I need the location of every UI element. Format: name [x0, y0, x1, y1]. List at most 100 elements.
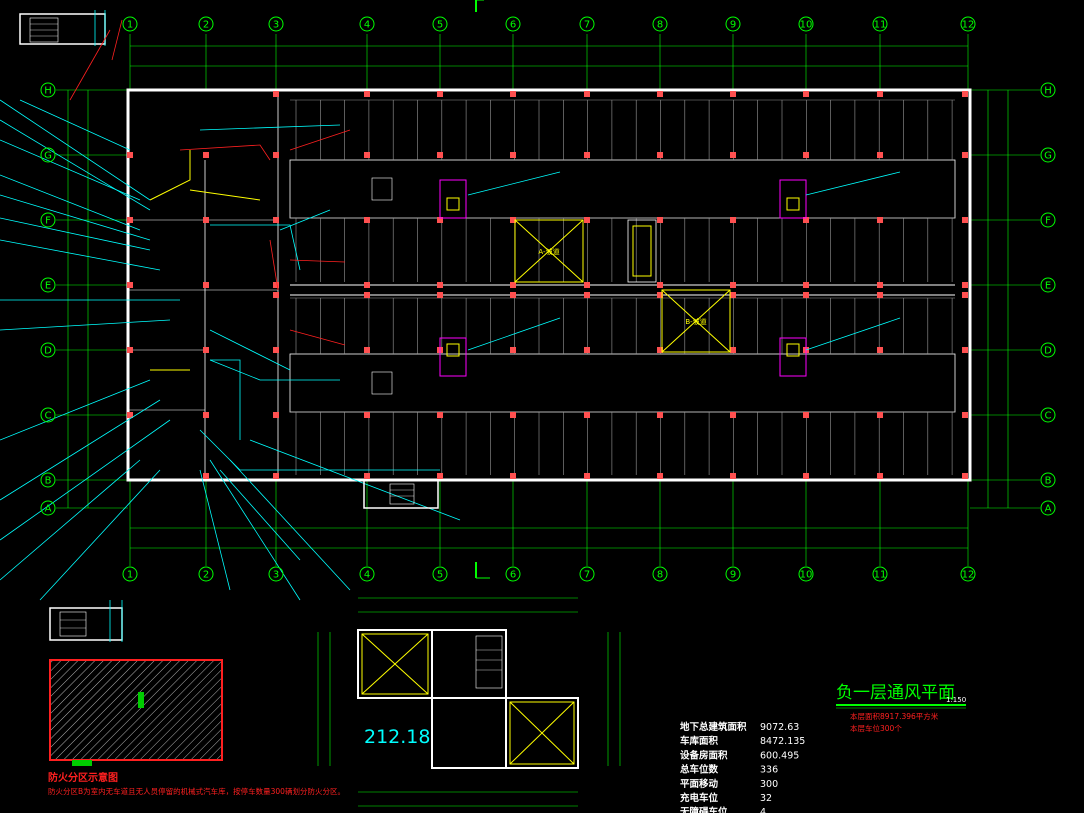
- building-outline: [126, 88, 972, 482]
- column-axis-label: 7: [584, 20, 590, 31]
- row-axis-label: E: [1045, 281, 1051, 292]
- column-axis-label: 1: [127, 570, 133, 581]
- row-axis-bubble-F: F: [1040, 212, 1056, 228]
- row-axis-label: D: [44, 346, 52, 357]
- duct-runs: [149, 124, 901, 471]
- column-axis-bubble-4: 4: [359, 16, 375, 32]
- column-axis-label: 11: [874, 20, 887, 31]
- column-axis-bubble-2: 2: [198, 566, 214, 582]
- column-axis-label: 10: [800, 20, 813, 31]
- column-axis-bubble-3: 3: [268, 566, 284, 582]
- stat-label: 车库面积: [680, 735, 719, 747]
- column-axis-bubble-2: 2: [198, 16, 214, 32]
- column-axis-label: 12: [962, 20, 975, 31]
- row-axis-bubble-B: B: [40, 472, 56, 488]
- column-axis-bubble-6: 6: [505, 16, 521, 32]
- row-axis-bubble-G: G: [40, 147, 56, 163]
- stat-value: 300: [760, 779, 778, 790]
- column-axis-bubble-8: 8: [652, 16, 668, 32]
- stat-label: 总车位数: [680, 764, 719, 776]
- column-axis-label: 8: [657, 570, 663, 581]
- column-axis-bubble-12: 12: [960, 16, 976, 32]
- row-axis-bubble-E: E: [40, 277, 56, 293]
- row-axis-label: H: [1044, 86, 1052, 97]
- stat-value: 600.495: [760, 750, 799, 761]
- column-axis-label: 3: [273, 20, 279, 31]
- ramp-b: B-坡道: [661, 289, 731, 353]
- column-axis-bubble-11: 11: [872, 16, 888, 32]
- row-axis-label: A: [45, 504, 52, 515]
- row-axis-label: G: [44, 151, 52, 162]
- fire-zone-heading: 防火分区示意图: [48, 771, 118, 784]
- column-axis-bubble-10: 10: [798, 16, 814, 32]
- row-axis-bubble-B: B: [1040, 472, 1056, 488]
- stat-value: 32: [760, 793, 772, 804]
- bottom-left-stair-detail: [49, 600, 123, 642]
- stat-label: 无障碍车位: [679, 806, 728, 813]
- column-axis-lines: [129, 34, 969, 566]
- row-axis-label: C: [45, 411, 52, 422]
- column-axis-bubble-10: 10: [798, 566, 814, 582]
- column-axis-bubble-5: 5: [432, 16, 448, 32]
- stat-label: 设备房面积: [680, 749, 728, 761]
- exhaust-fans: [371, 177, 807, 395]
- column-axis-label: 11: [874, 570, 887, 581]
- row-axis-label: C: [1045, 411, 1052, 422]
- column-axis-bubble-9: 9: [725, 566, 741, 582]
- column-axis-bubble-1: 1: [122, 566, 138, 582]
- parking-stalls: [290, 99, 955, 475]
- column-axis-label: 10: [800, 570, 813, 581]
- drawing-scale: 1:150: [946, 696, 966, 704]
- ramp-a: A-坡道: [514, 219, 584, 283]
- column-axis-label: 4: [364, 20, 370, 31]
- stat-value: 8472.135: [760, 736, 805, 747]
- row-axis-bubble-D: D: [40, 342, 56, 358]
- column-axis-label: 9: [730, 570, 736, 581]
- column-axis-label: 4: [364, 570, 370, 581]
- ramp-a-label: A-坡道: [538, 247, 559, 256]
- fire-zone-diagram: [49, 659, 223, 766]
- row-axis-label: D: [1044, 346, 1052, 357]
- column-axis-label: 5: [437, 20, 443, 31]
- row-axis-bubble-C: C: [1040, 407, 1056, 423]
- column-axis-bubble-5: 5: [432, 566, 448, 582]
- column-axis-label: 2: [203, 570, 209, 581]
- row-axis-bubbles: H H G G F F E E D D C C B B A A: [40, 82, 1056, 516]
- drawing-title: 负一层通风平面: [836, 683, 955, 703]
- column-axis-label: 6: [510, 570, 516, 581]
- row-axis-bubble-F: F: [40, 212, 56, 228]
- stat-label: 充电车位: [680, 792, 719, 804]
- column-axis-bubble-6: 6: [505, 566, 521, 582]
- top-left-stair-detail: [19, 10, 106, 46]
- column-axis-label: 2: [203, 20, 209, 31]
- structural-columns: [127, 91, 968, 479]
- row-axis-label: G: [1044, 151, 1052, 162]
- column-axis-bubble-11: 11: [872, 566, 888, 582]
- row-axis-label: B: [1045, 476, 1052, 487]
- section-marks: [475, 0, 490, 579]
- row-axis-label: F: [1045, 216, 1051, 227]
- column-axis-bubble-3: 3: [268, 16, 284, 32]
- column-axis-bubble-1: 1: [122, 16, 138, 32]
- stat-value: 4: [760, 807, 766, 813]
- column-axis-label: 1: [127, 20, 133, 31]
- column-axis-label: 8: [657, 20, 663, 31]
- row-axis-bubble-D: D: [1040, 342, 1056, 358]
- row-axis-label: A: [1045, 504, 1052, 515]
- column-axis-bubble-4: 4: [359, 566, 375, 582]
- fire-zone-description: 防火分区B为室内无车道且无人员停留的机械式汽车库，按停车数量300辆划分防火分区…: [48, 786, 345, 796]
- dimension-lines: [67, 45, 1009, 549]
- column-axis-bubble-7: 7: [579, 16, 595, 32]
- row-axis-label: H: [44, 86, 52, 97]
- row-axis-label: F: [45, 216, 51, 227]
- row-axis-bubble-A: A: [1040, 500, 1056, 516]
- column-axis-bubble-9: 9: [725, 16, 741, 32]
- column-axis-label: 12: [962, 570, 975, 581]
- red-pipes: [69, 19, 351, 346]
- row-axis-bubble-C: C: [40, 407, 56, 423]
- ramp-detail-plan: [317, 597, 621, 807]
- column-axis-label: 5: [437, 570, 443, 581]
